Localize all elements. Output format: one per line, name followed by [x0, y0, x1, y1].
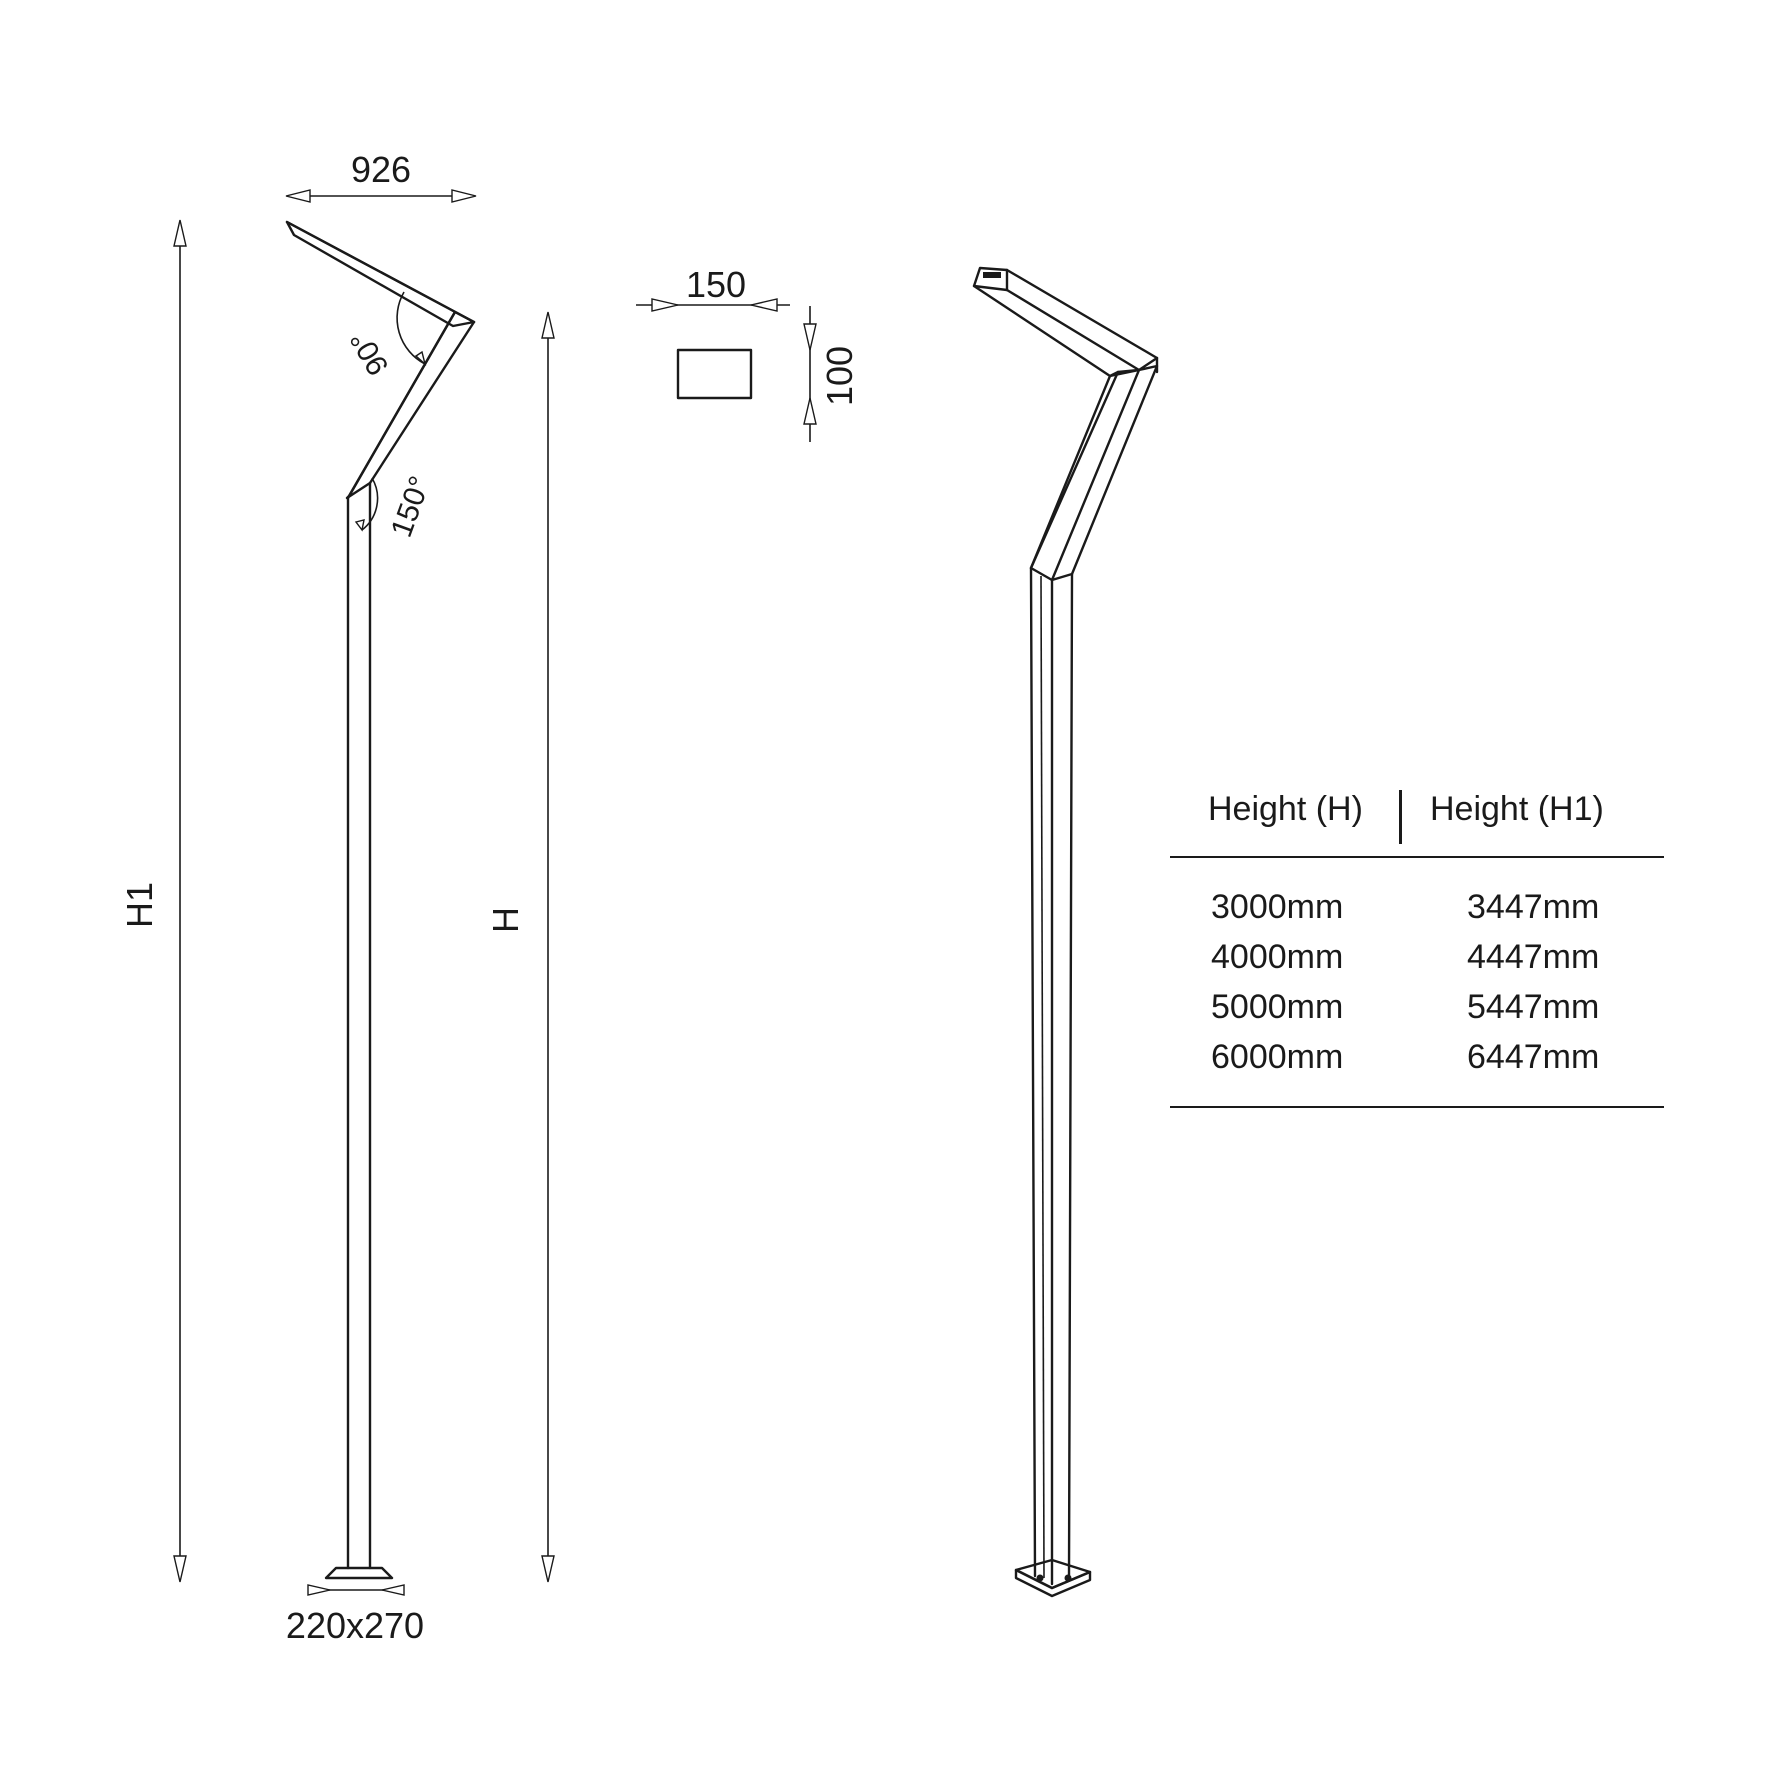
h1-dimension: H1: [119, 219, 187, 1583]
angle-90-label: 90°: [344, 325, 395, 381]
profile-height-label: 100: [819, 346, 860, 406]
angle-150-label: 150°: [385, 472, 437, 542]
cell-height-h1: 5447mm: [1467, 988, 1600, 1026]
cell-height-h: 3000mm: [1211, 888, 1344, 926]
pole-perspective-view: [972, 266, 1159, 1598]
arm-width-dimension: 926: [285, 149, 477, 203]
angle-90: 90°: [344, 291, 427, 381]
cell-height-h: 6000mm: [1211, 1038, 1344, 1076]
height-table: Height (H) Height (H1) 3000mm 3447mm 400…: [1170, 782, 1664, 1108]
table-row: 4000mm 4447mm: [1170, 938, 1664, 988]
cell-height-h1: 6447mm: [1467, 1038, 1600, 1076]
profile-cross-section: 150 100: [636, 264, 860, 442]
pole-side-view: [285, 220, 476, 1580]
header-height-h1: Height (H1): [1430, 790, 1604, 828]
header-divider: [1399, 790, 1402, 844]
angle-150: 150°: [354, 472, 437, 542]
h-dimension: H: [485, 311, 555, 1583]
base-plate-dimension: 220x270: [286, 1584, 424, 1646]
table-row: 6000mm 6447mm: [1170, 1038, 1664, 1088]
cell-height-h1: 4447mm: [1467, 938, 1600, 976]
table-header: Height (H) Height (H1): [1170, 782, 1664, 858]
h-label: H: [485, 907, 526, 933]
cell-height-h: 4000mm: [1211, 938, 1344, 976]
profile-width-label: 150: [686, 264, 746, 305]
h1-label: H1: [119, 882, 160, 928]
table-body: 3000mm 3447mm 4000mm 4447mm 5000mm 5447m…: [1170, 858, 1664, 1108]
header-height-h: Height (H): [1208, 790, 1363, 828]
arm-width-label: 926: [351, 149, 411, 190]
cell-height-h: 5000mm: [1211, 988, 1344, 1026]
table-row: 3000mm 3447mm: [1170, 888, 1664, 938]
cell-height-h1: 3447mm: [1467, 888, 1600, 926]
table-row: 5000mm 5447mm: [1170, 988, 1664, 1038]
base-plate-label: 220x270: [286, 1605, 424, 1646]
